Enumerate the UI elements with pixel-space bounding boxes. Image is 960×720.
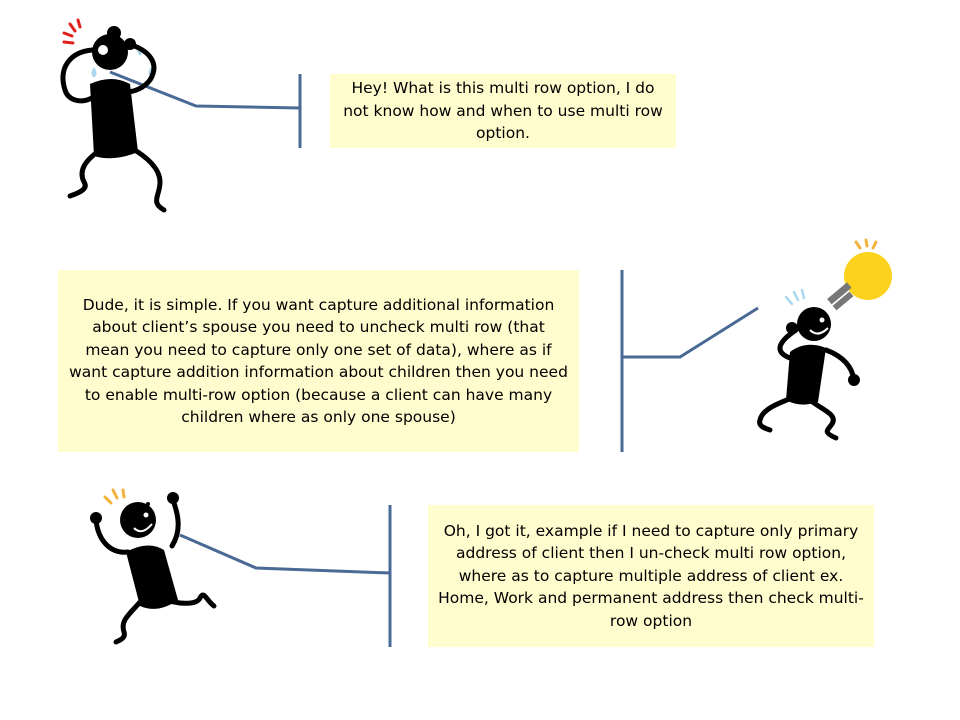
callout-connector-1 <box>109 70 302 148</box>
speech-bubble-question: Hey! What is this multi row option, I do… <box>330 74 676 148</box>
callout-connector-2 <box>620 270 759 452</box>
bubble-text-understanding: Oh, I got it, example if I need to captu… <box>438 521 864 630</box>
bubble-text-question: Hey! What is this multi row option, I do… <box>343 79 663 143</box>
speech-bubble-explanation: Dude, it is simple. If you want capture … <box>58 270 579 452</box>
callout-connector-3 <box>179 505 392 647</box>
bubble-text-explanation: Dude, it is simple. If you want capture … <box>69 295 568 427</box>
speech-bubble-understanding: Oh, I got it, example if I need to captu… <box>428 505 874 647</box>
